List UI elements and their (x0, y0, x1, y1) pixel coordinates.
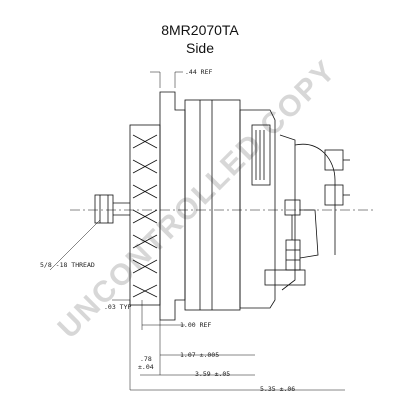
fan-blades (132, 134, 158, 298)
dim-078: .78 (140, 355, 152, 363)
caution-label (264, 269, 306, 286)
terminal-assembly (279, 134, 350, 291)
model-number: 8MR2070TA (161, 22, 239, 38)
dim-359: 3.59 ±.05 (195, 370, 230, 378)
shaft-nut (94, 194, 114, 224)
view-label: Side (185, 40, 215, 56)
rear-housing (239, 109, 276, 309)
dim-100-ref: 1.00 REF (180, 321, 211, 329)
dim-044-ref: .44 REF (185, 68, 212, 76)
dim-107: 1.07 ±.005 (180, 351, 219, 359)
regulator (251, 124, 271, 186)
dim-535: 5.35 ±.06 (260, 385, 295, 393)
dim-003-typ: .03 TYP (104, 303, 131, 311)
dim-078-tol: ±.04 (138, 363, 154, 371)
thread-callout: 5/8 -18 THREAD (40, 261, 95, 269)
